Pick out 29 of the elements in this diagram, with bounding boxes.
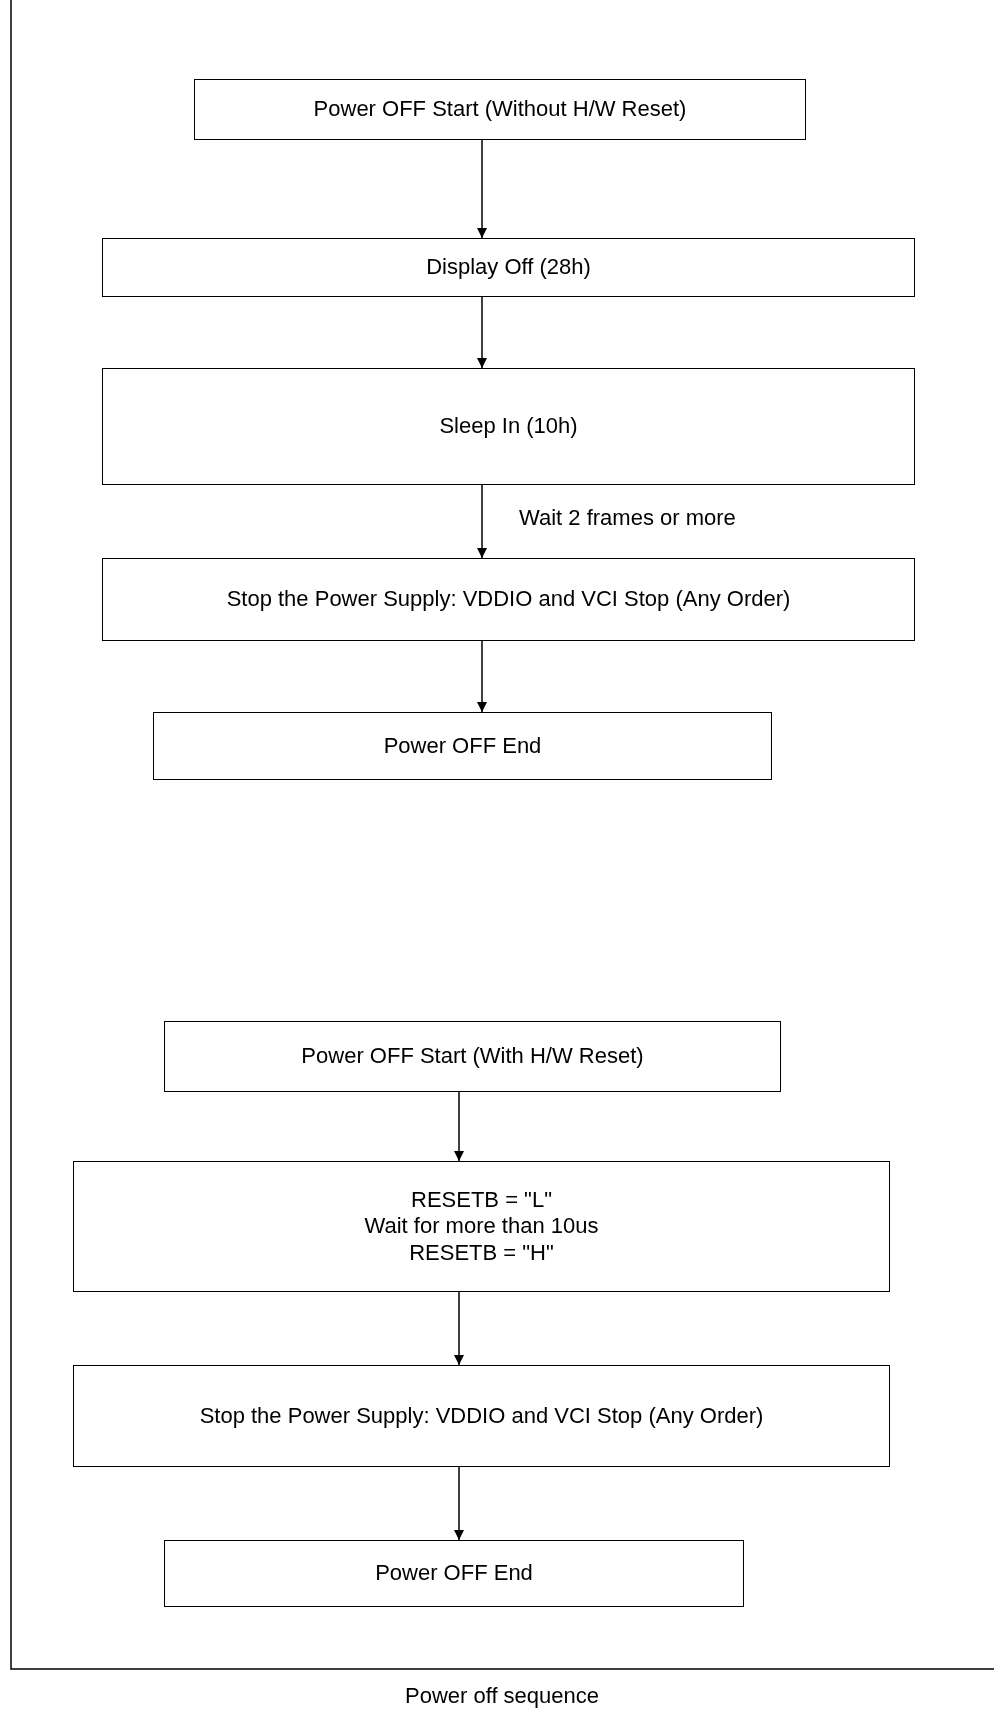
process-box xyxy=(73,1365,890,1467)
arrow xyxy=(477,484,487,559)
step-text: Power OFF Start (Without H/W Reset) xyxy=(313,96,687,123)
step-text: RESETB = "H" xyxy=(409,1239,554,1267)
process-box xyxy=(164,1540,744,1607)
step-text: Power OFF Start (With H/W Reset) xyxy=(301,1043,644,1070)
step-text: Power OFF End xyxy=(375,1560,533,1587)
process-box xyxy=(164,1021,781,1092)
step-text: Power OFF End xyxy=(383,732,542,760)
arrow xyxy=(454,1466,464,1541)
caption: Power off sequence xyxy=(403,1683,601,1709)
step-text: Stop the Power Supply: VDDIO and VCI Stop (Any Order) xyxy=(199,1402,764,1430)
arrow xyxy=(454,1091,464,1162)
arrow xyxy=(477,296,487,369)
process-box xyxy=(102,558,915,641)
step-text: Display Off (28h) xyxy=(426,254,591,281)
arrow xyxy=(477,640,487,713)
process-box xyxy=(102,238,915,297)
step-text: Sleep In (10h) xyxy=(439,413,578,440)
step-text: Stop the Power Supply: VDDIO and VCI Stop (Any Order) xyxy=(226,586,791,613)
step-text: RESETB = "L" xyxy=(411,1186,552,1214)
edge-label: Wait 2 frames or more xyxy=(519,505,736,531)
process-box xyxy=(194,79,806,140)
process-box xyxy=(73,1161,890,1292)
step-text: Wait for more than 10us xyxy=(364,1213,599,1240)
process-box xyxy=(153,712,772,780)
arrow xyxy=(477,139,487,239)
process-box xyxy=(102,368,915,485)
arrow xyxy=(454,1291,464,1366)
